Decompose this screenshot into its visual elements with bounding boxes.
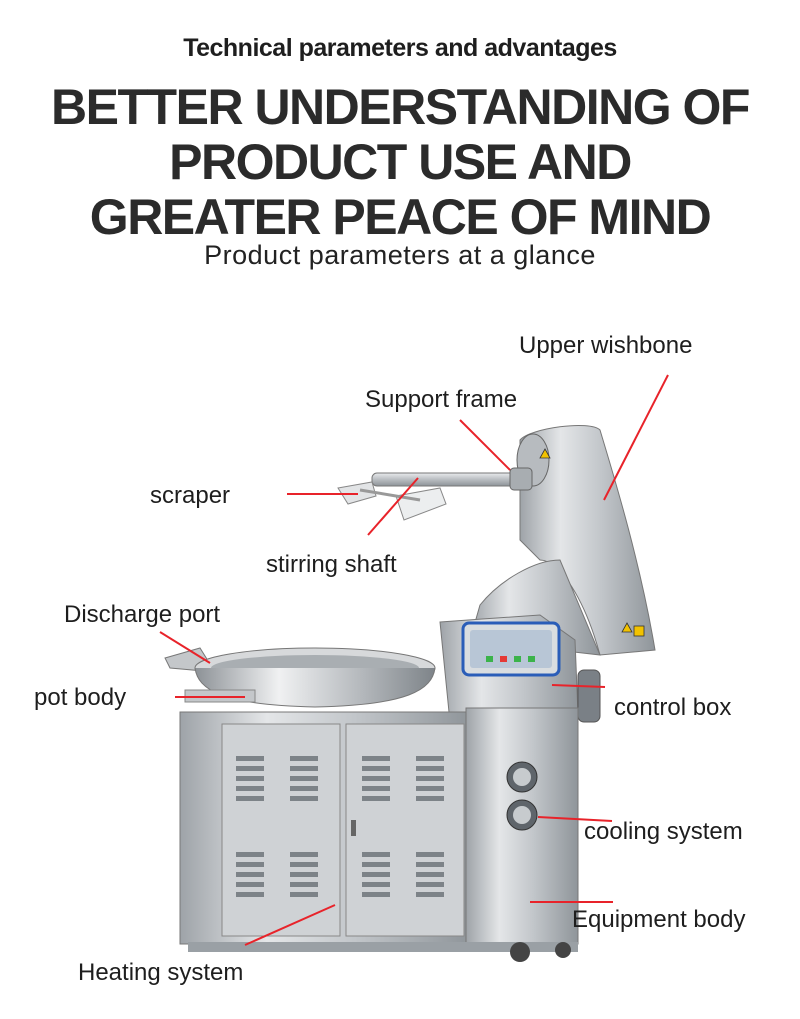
- label-support-frame: Support frame: [365, 386, 518, 413]
- label-scraper: scraper: [150, 482, 231, 509]
- leader-stirring-shaft: [367, 477, 419, 536]
- leader-cooling-system: [537, 816, 613, 822]
- leader-lines: [159, 374, 669, 946]
- headline-line-2: PRODUCT USE AND: [169, 134, 632, 190]
- leader-heating-system: [244, 904, 336, 946]
- stirring-shaft-assembly: [337, 467, 533, 521]
- leader-upper-wishbone: [603, 374, 669, 501]
- headline-line-1: BETTER UNDERSTANDING OF: [51, 79, 750, 135]
- label-pot-body: pot body: [34, 684, 127, 711]
- pot: [164, 647, 436, 708]
- equipment-cabinet: [179, 707, 579, 962]
- label-equipment-body: Equipment body: [572, 906, 746, 933]
- leader-support-frame: [459, 419, 511, 471]
- leader-control-box: [551, 684, 606, 688]
- label-upper-wishbone: Upper wishbone: [519, 332, 693, 359]
- tagline: Product parameters at a glance: [204, 240, 596, 270]
- leader-discharge-port: [159, 631, 211, 664]
- label-cooling-system: cooling system: [584, 818, 743, 845]
- label-discharge-port: Discharge port: [64, 601, 221, 628]
- label-control-box: control box: [614, 694, 732, 721]
- control-box-unit: [439, 614, 601, 723]
- headline-line-3: GREATER PEACE OF MIND: [89, 189, 712, 245]
- section-subtitle: Technical parameters and advantages: [183, 34, 617, 62]
- headline: BETTER UNDERSTANDING OF PRODUCT USE AND …: [0, 80, 800, 245]
- label-heating-system: Heating system: [78, 959, 244, 986]
- label-stirring-shaft: stirring shaft: [266, 551, 397, 578]
